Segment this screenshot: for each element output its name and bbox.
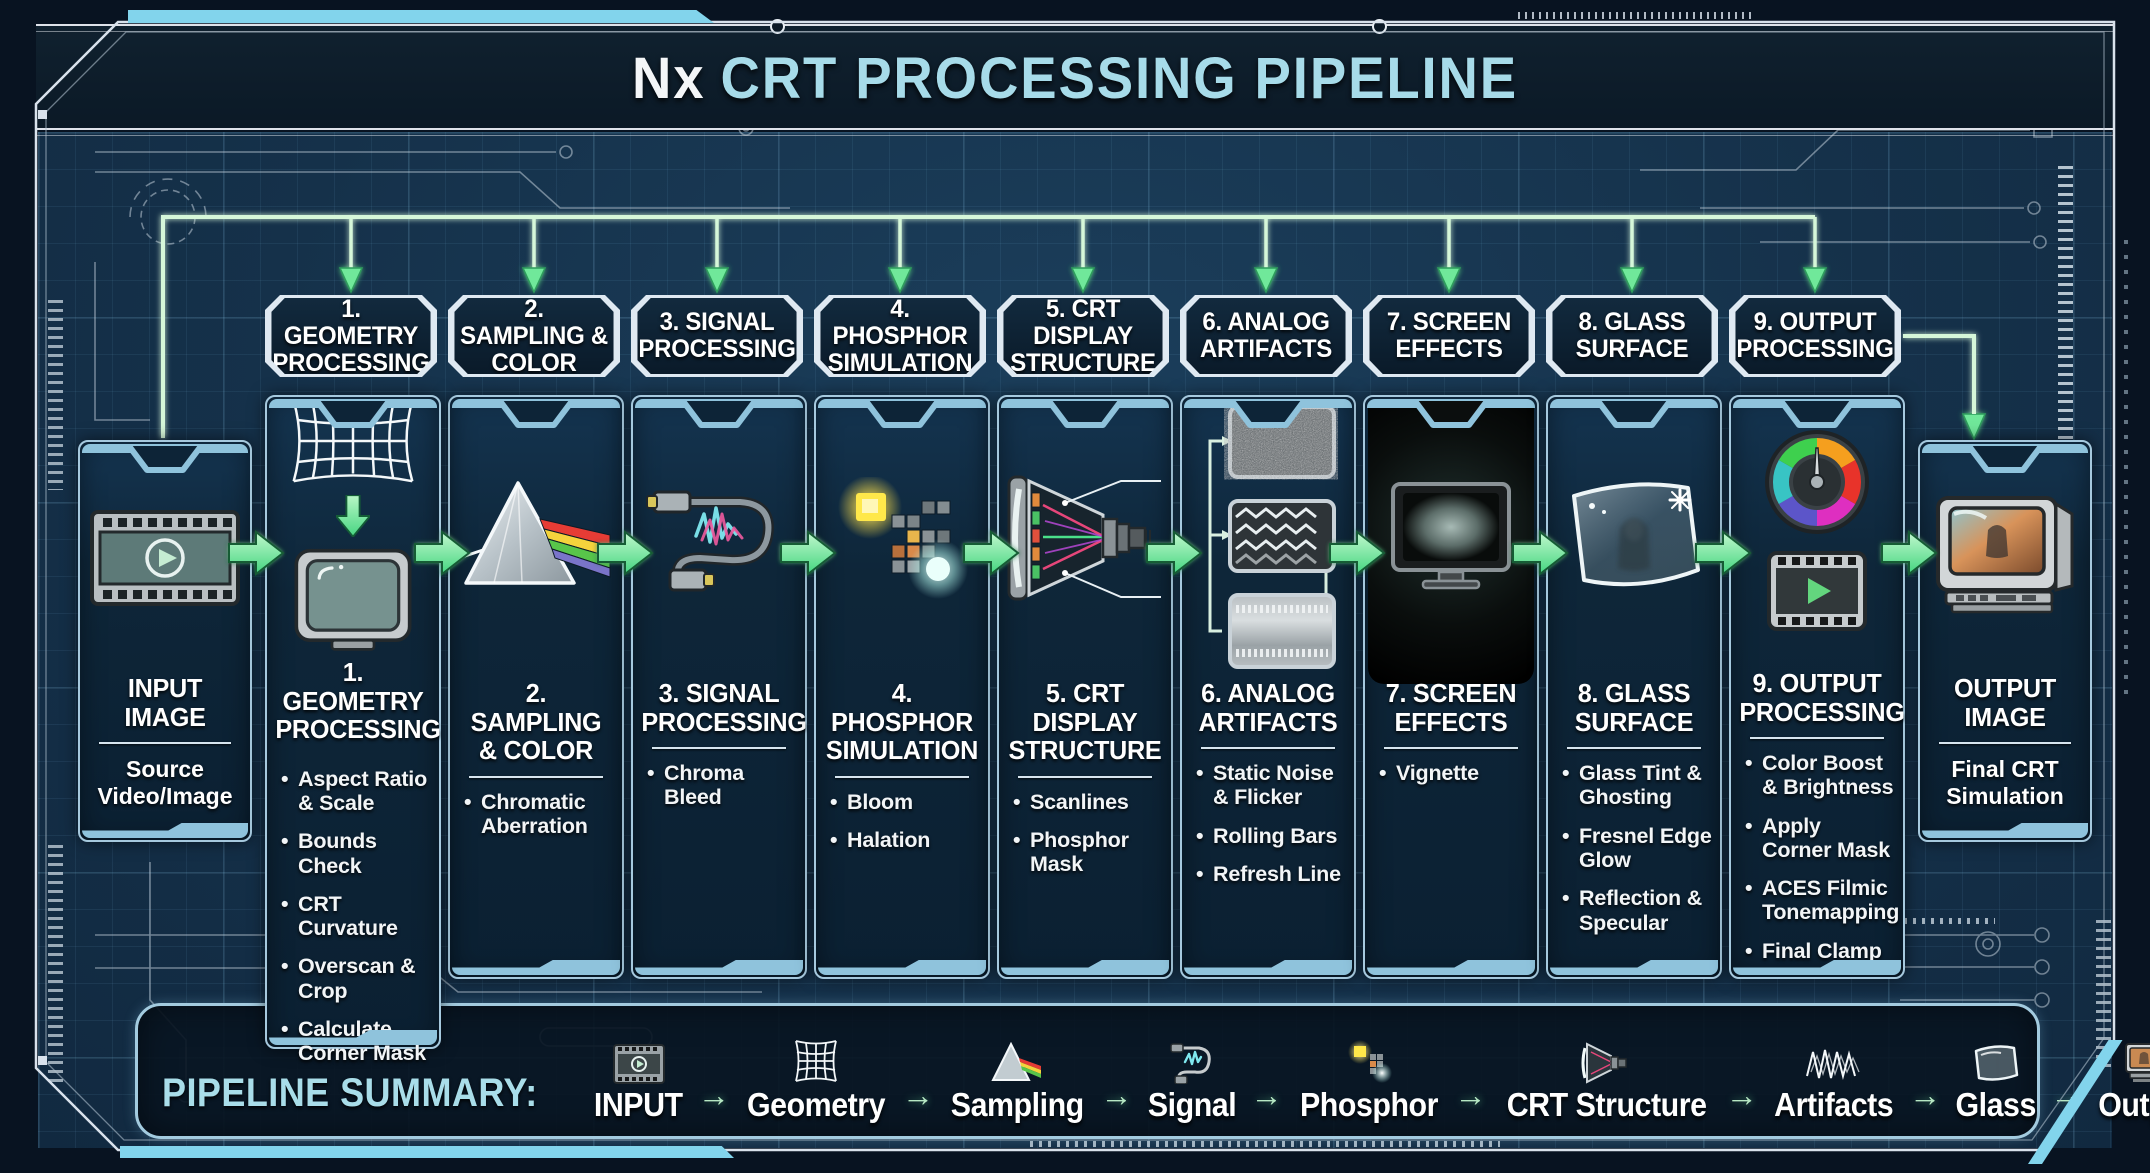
stage-header-2: 2. SAMPLING & COLOR <box>448 295 620 377</box>
crt-tube-icon <box>1579 1032 1633 1084</box>
summary-step-geometry: Geometry <box>741 1032 891 1124</box>
connector-dot-1 <box>770 19 785 34</box>
stage-column-4: 4. PHOSPHOR SIMULATION Bloom Halation <box>814 395 990 979</box>
cyan-accent-bottom <box>120 1146 734 1158</box>
vignette-monitor-icon <box>1365 397 1537 679</box>
title-top-line-2 <box>36 31 2114 32</box>
warped-grid-icon <box>793 1032 839 1084</box>
ruler-marks-left-top <box>48 300 63 490</box>
cable-signal-icon <box>633 397 805 679</box>
stage-header-8: 8. GLASS SURFACE <box>1546 295 1718 377</box>
stage-header-4: 4. PHOSPHOR SIMULATION <box>814 295 986 377</box>
wave-scribble-icon <box>1805 1032 1861 1084</box>
summary-step-output: Output <box>2094 1032 2150 1124</box>
prism-rainbow-icon <box>450 397 622 679</box>
stage-column-9: 9. OUTPUT PROCESSING Color Boost & Brigh… <box>1729 395 1905 979</box>
tv-icon <box>2124 1032 2150 1084</box>
stage-header-7: 7. SCREEN EFFECTS <box>1363 295 1535 377</box>
output-subtitle: Final CRT Simulation <box>1946 756 2064 810</box>
color-gauge-icon <box>1765 429 1869 539</box>
input-title: INPUT IMAGE <box>124 673 206 732</box>
stage-header-3: 3. SIGNAL PROCESSING <box>631 295 803 377</box>
title-main: CRT PROCESSING PIPELINE <box>720 45 1519 111</box>
stage-column-6: 6. ANALOG ARTIFACTS Static Noise & Flick… <box>1180 395 1356 979</box>
bloom-glow-icon <box>816 397 988 679</box>
title-prefix: Nx <box>631 45 706 111</box>
output-title: OUTPUT IMAGE <box>1954 673 2056 732</box>
ruler-marks-right-top <box>2058 166 2073 466</box>
film-play-icon <box>1767 550 1867 636</box>
stage-header-1: 1. GEOMETRY PROCESSING <box>265 295 437 377</box>
dash-strip-bottom <box>1030 1141 1500 1147</box>
noise-panels-icon <box>1182 397 1354 679</box>
cyan-accent-top <box>128 10 714 23</box>
title-top-line <box>36 24 2114 26</box>
stage-header-5: 5. CRT DISPLAY STRUCTURE <box>997 295 1169 377</box>
stage-column-7: 7. SCREEN EFFECTS Vignette <box>1363 395 1539 979</box>
stage-column-5: 5. CRT DISPLAY STRUCTURE Scanlines Phosp… <box>997 395 1173 979</box>
stage-column-2: 2. SAMPLING & COLOR Chromatic Aberration <box>448 395 624 979</box>
input-column: INPUT IMAGE Source Video/Image <box>78 440 252 842</box>
curved-glass-icon <box>1548 397 1720 679</box>
prism-icon <box>991 1032 1043 1084</box>
summary-step-signal: Signal <box>1144 1032 1240 1124</box>
summary-step-input: INPUT <box>590 1032 687 1124</box>
title-bottom-line <box>36 128 2114 130</box>
title-bar: Nx CRT PROCESSING PIPELINE <box>36 26 2114 130</box>
crt-tv-output-icon <box>1920 442 2090 674</box>
output-column: OUTPUT IMAGE Final CRT Simulation <box>1918 440 2092 842</box>
summary-step-glass: Glass <box>1952 1032 2039 1124</box>
dash-strip-top-right <box>1518 12 1756 19</box>
stage-column-1: 1. GEOMETRY PROCESSING Aspect Ratio & Sc… <box>265 395 441 1065</box>
ruler-marks-left-bottom <box>48 845 63 1085</box>
dotted-line-right <box>2124 240 2128 700</box>
down-arrow-icon <box>334 494 372 542</box>
summary-step-phosphor: Phosphor <box>1294 1032 1444 1124</box>
stage-column-8: 8. GLASS SURFACE Glass Tint & Ghosting F… <box>1546 395 1722 979</box>
stage-header-6: 6. ANALOG ARTIFACTS <box>1180 295 1352 377</box>
stage-column-3: 3. SIGNAL PROCESSING Chroma Bleed <box>631 395 807 979</box>
crt-tv-icon <box>293 547 413 658</box>
film-strip-icon <box>612 1032 665 1084</box>
title-bottom-line-2 <box>36 135 2114 136</box>
phosphor-glow-icon <box>1346 1032 1392 1084</box>
connector-dot-2 <box>1372 19 1387 34</box>
summary-step-artifacts: Artifacts <box>1769 1032 1898 1124</box>
crt-tube-cross-section-icon <box>999 397 1171 679</box>
cable-icon <box>1167 1032 1217 1084</box>
page-title: Nx CRT PROCESSING PIPELINE <box>98 26 2051 130</box>
stage-header-9: 9. OUTPUT PROCESSING <box>1729 295 1901 377</box>
film-strip-play-icon <box>80 442 250 674</box>
glass-pane-icon <box>1971 1032 2021 1084</box>
dash-strip-right <box>1895 918 1995 924</box>
summary-step-sampling: Sampling <box>945 1032 1090 1124</box>
input-subtitle: Source Video/Image <box>97 756 233 810</box>
summary-step-crt-structure: CRT Structure <box>1498 1032 1715 1124</box>
